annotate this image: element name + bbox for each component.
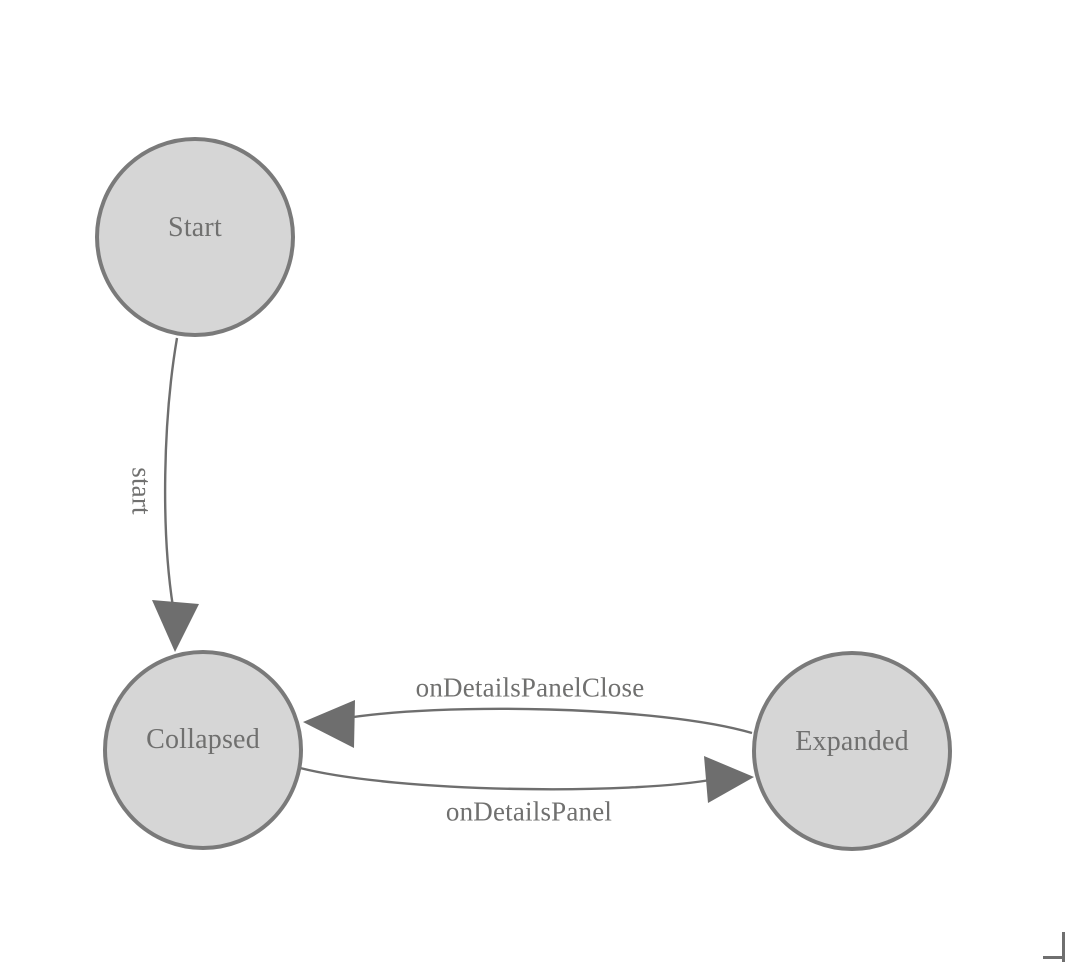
edge-start-to-collapsed — [152, 337, 199, 652]
arrowhead-collapsed-to-expanded — [704, 756, 754, 803]
state-node-collapsed[interactable] — [103, 650, 303, 850]
state-node-label-expanded: Expanded — [795, 726, 909, 757]
edge-line-expanded-to-collapsed — [340, 707, 753, 735]
arrowhead-expanded-to-collapsed — [303, 700, 355, 748]
resize-handle-vertical-line — [1062, 932, 1065, 962]
state-node-label-collapsed: Collapsed — [146, 724, 260, 755]
edge-label-start: start — [126, 467, 157, 515]
edge-collapsed-to-expanded — [299, 756, 754, 803]
state-node-start[interactable] — [95, 137, 295, 337]
resize-handle-horizontal-line — [1043, 956, 1065, 959]
state-node-expanded[interactable] — [752, 651, 952, 851]
resize-handle[interactable] — [1041, 932, 1065, 962]
arrowhead-start-to-collapsed — [152, 600, 199, 652]
edge-label-on-details-panel: onDetailsPanel — [445, 796, 613, 827]
edge-label-on-details-panel-close: onDetailsPanelClose — [415, 672, 645, 703]
edge-line-start-to-collapsed — [163, 337, 179, 608]
edge-expanded-to-collapsed — [303, 700, 753, 748]
edge-line-collapsed-to-expanded — [299, 766, 717, 791]
state-node-label-start: Start — [168, 212, 222, 243]
